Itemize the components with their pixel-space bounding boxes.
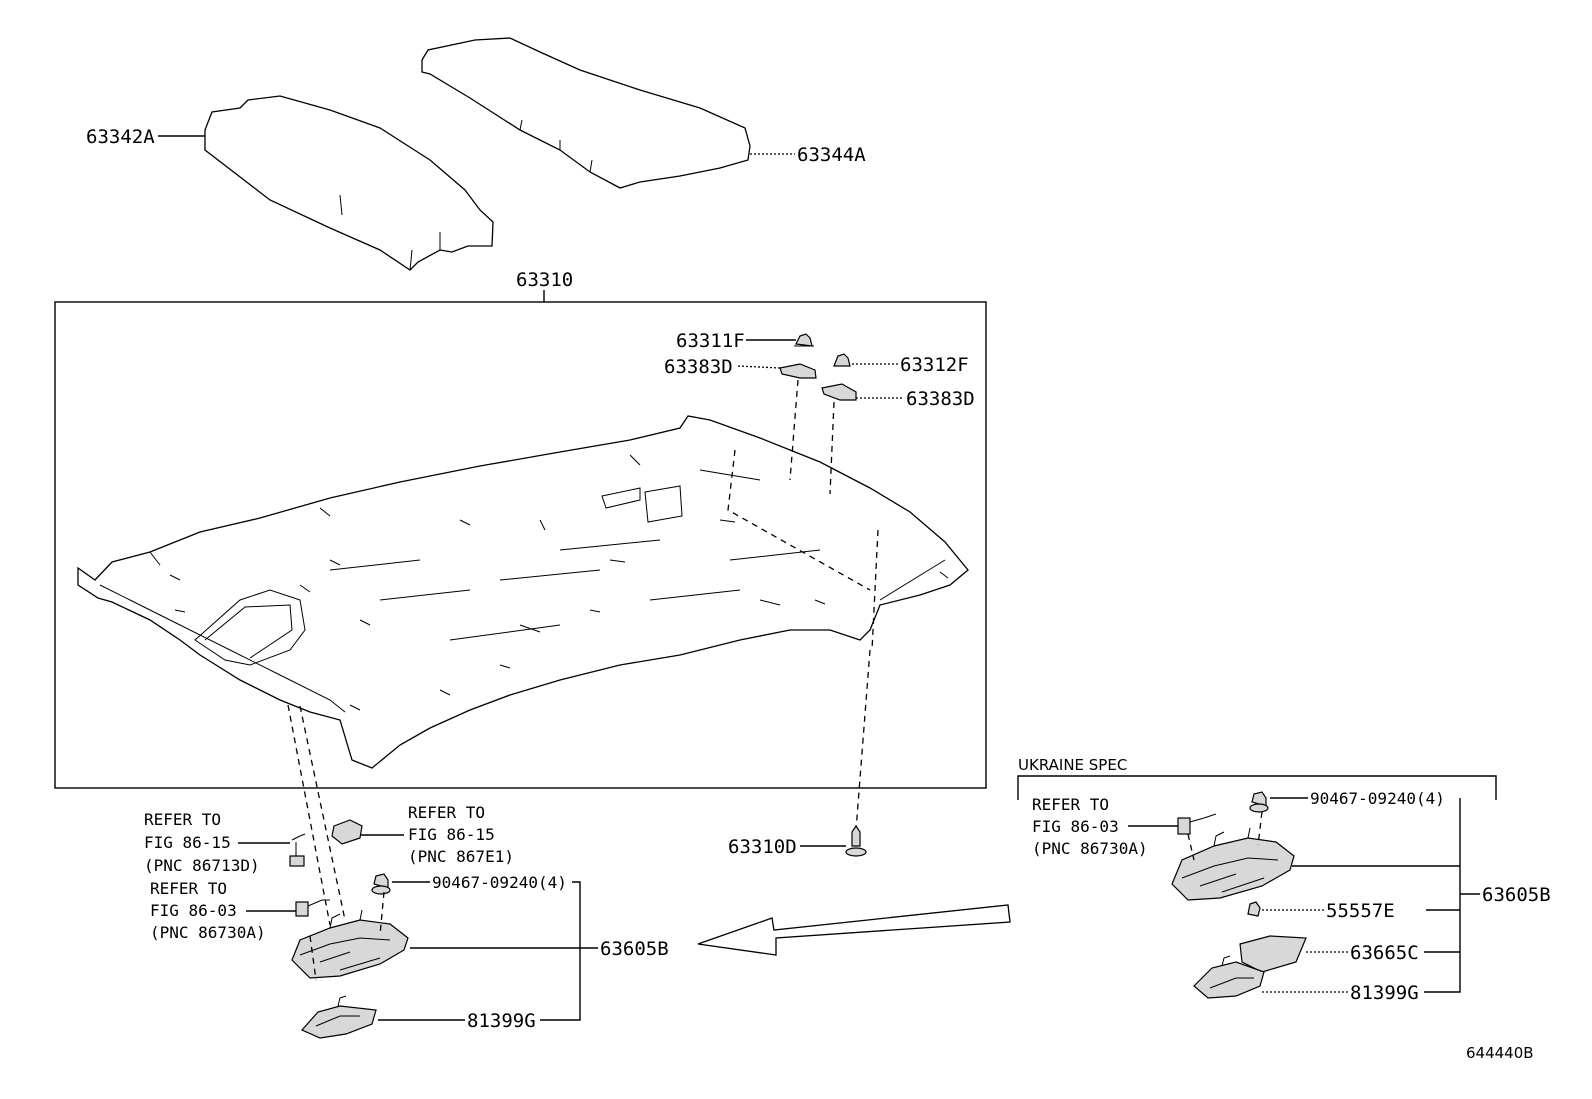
ref-a-line1: REFER TO [144, 810, 221, 829]
clip-63310D[interactable] [845, 824, 867, 857]
headliner-63310[interactable] [77, 415, 969, 769]
label-63665C[interactable]: 63665C [1350, 942, 1419, 964]
screw-90467-right[interactable] [1249, 791, 1269, 813]
ref-d-line2[interactable]: FIG 86-03 [1032, 817, 1119, 836]
bracket-63383D-a[interactable] [779, 363, 817, 379]
bracket-63605B-right [1424, 798, 1461, 993]
ref-b-line2[interactable]: FIG 86-15 [408, 825, 495, 844]
label-81399G-left[interactable]: 81399G [467, 1010, 536, 1032]
label-81399G-right[interactable]: 81399G [1350, 982, 1419, 1004]
ref-a-line3: (PNC 86713D) [144, 856, 260, 875]
ukraine-spec-bracket [1017, 775, 1497, 800]
install-line-lamp-c [309, 935, 317, 981]
label-63342A[interactable]: 63342A [86, 126, 155, 148]
ref-d-line3: (PNC 86730A) [1032, 839, 1148, 858]
ref-c-line3: (PNC 86730A) [150, 923, 266, 942]
clip-63311F[interactable] [794, 333, 814, 347]
pad-63665C[interactable] [1239, 935, 1307, 973]
ref-b-line3: (PNC 867E1) [408, 847, 514, 866]
ref-c-line2[interactable]: FIG 86-03 [150, 901, 237, 920]
install-line-screw-left [379, 891, 385, 936]
install-line-a [789, 379, 799, 481]
label-63383D-b[interactable]: 63383D [906, 388, 975, 410]
install-line-lamp-a [287, 704, 331, 926]
label-ukraine-spec[interactable]: UKRAINE SPEC [1018, 756, 1127, 774]
label-90467-left[interactable]: 90467-09240(4) [432, 873, 567, 892]
install-line-63310D [855, 649, 871, 831]
install-line-r-b [1257, 811, 1263, 846]
label-63605B-left[interactable]: 63605B [600, 938, 669, 960]
install-line-b [829, 401, 835, 495]
install-line-lamp-b [299, 705, 346, 921]
map-lamp-63605B-left[interactable] [291, 909, 409, 979]
connector-86730A-right[interactable] [1177, 813, 1217, 835]
label-63344A[interactable]: 63344A [797, 144, 866, 166]
plug-55557E[interactable] [1247, 901, 1261, 917]
map-lamp-63605B-right[interactable] [1171, 827, 1295, 901]
install-line-c [727, 449, 871, 591]
screw-90467-left[interactable] [371, 873, 391, 895]
label-63310[interactable]: 63310 [516, 269, 573, 291]
label-55557E[interactable]: 55557E [1326, 900, 1395, 922]
ref-d-line1: REFER TO [1032, 795, 1109, 814]
pad-63344A[interactable] [421, 37, 751, 189]
bracket-63383D-b[interactable] [821, 383, 857, 401]
ref-b-line1: REFER TO [408, 803, 485, 822]
leader-90467-bracket [540, 881, 581, 1021]
install-line-d [871, 529, 879, 651]
leader-63383D-a [737, 365, 781, 369]
connector-86730A-left[interactable] [295, 899, 330, 917]
label-63312F[interactable]: 63312F [900, 354, 969, 376]
label-63311F[interactable]: 63311F [676, 330, 745, 352]
figure-id: 644440B [1466, 1044, 1534, 1062]
label-90467-right[interactable]: 90467-09240(4) [1310, 789, 1445, 808]
headlining-group-frame [54, 301, 987, 789]
pad-63342A[interactable] [204, 95, 494, 271]
cover-81399G-right[interactable] [1193, 955, 1265, 999]
ref-c-line1: REFER TO [150, 879, 227, 898]
install-line-r-a [1187, 833, 1195, 861]
direction-arrow [697, 904, 1011, 956]
wire-connector-86713D[interactable] [289, 833, 306, 867]
cover-81399G-left[interactable] [301, 995, 377, 1039]
label-63605B-right[interactable]: 63605B [1482, 884, 1551, 906]
clip-63312F[interactable] [833, 353, 851, 367]
ref-a-line2[interactable]: FIG 86-15 [144, 833, 231, 852]
switch-867E1[interactable] [331, 819, 363, 845]
label-63383D-a[interactable]: 63383D [664, 356, 733, 378]
label-63310D[interactable]: 63310D [728, 836, 797, 858]
